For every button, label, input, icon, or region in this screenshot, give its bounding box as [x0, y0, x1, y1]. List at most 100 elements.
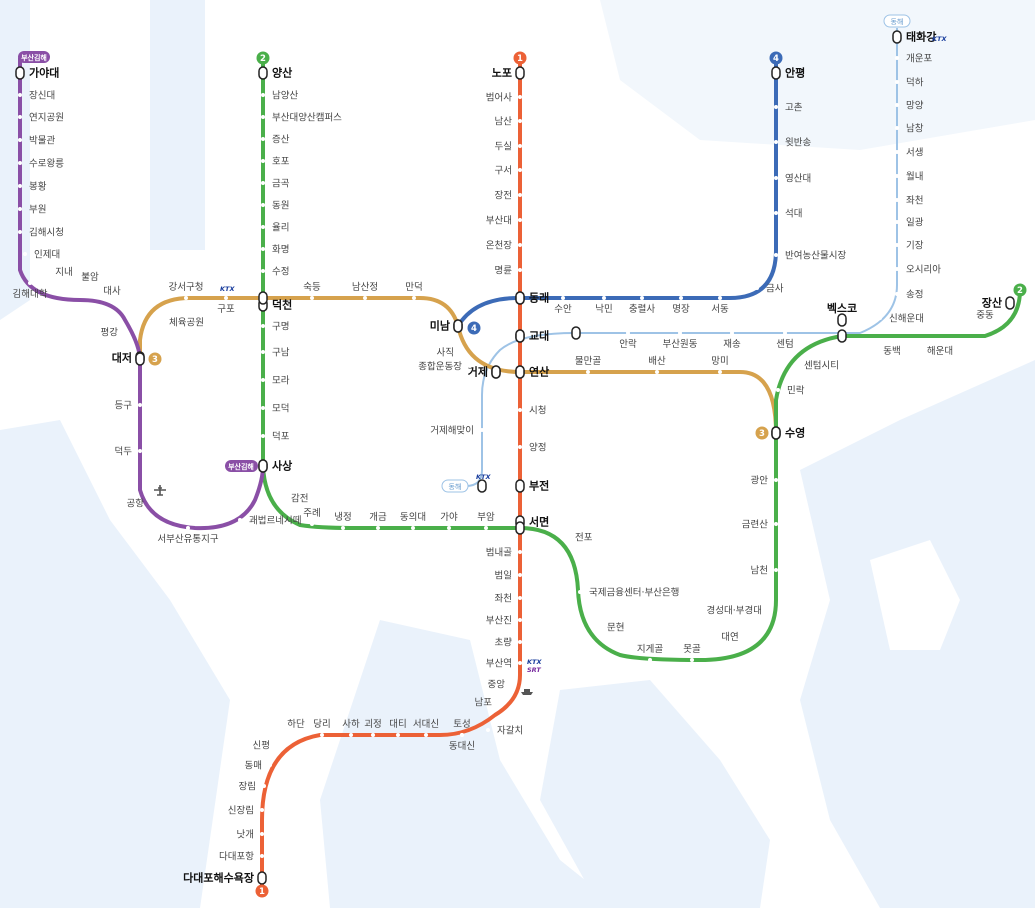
- station-dot-bgl[interactable]: [138, 449, 142, 453]
- station-dot-line1[interactable]: [518, 144, 522, 148]
- station-dot-donghae[interactable]: [626, 331, 630, 335]
- station-dot-line4[interactable]: [774, 253, 778, 257]
- station-label-line2[interactable]: 국제금융센터·부산은행: [589, 587, 679, 599]
- station-label-line1[interactable]: 시청: [529, 406, 546, 417]
- station-label-line1[interactable]: 하단: [287, 718, 305, 730]
- station-label-line3[interactable]: 망미: [711, 356, 728, 367]
- station-label-line1[interactable]: 온천장: [486, 241, 512, 252]
- station-label-line1[interactable]: 낫개: [237, 830, 254, 841]
- station-label-bgl[interactable]: 공항: [127, 499, 145, 510]
- station-label-donghae[interactable]: 센텀: [776, 338, 793, 350]
- station-label-line1[interactable]: 당리: [313, 719, 330, 730]
- station-marker-donghae[interactable]: [477, 479, 487, 493]
- station-label-line2[interactable]: 장산: [982, 296, 1002, 310]
- station-label-donghae[interactable]: 부산원동: [663, 339, 698, 350]
- station-label-bgl[interactable]: 박물관: [29, 136, 55, 147]
- station-dot-line1[interactable]: [371, 733, 375, 737]
- station-dot-line1[interactable]: [276, 743, 280, 747]
- station-label-donghae[interactable]: 개운포: [906, 54, 932, 65]
- station-dot-line2[interactable]: [938, 338, 942, 342]
- station-dot-donghae[interactable]: [895, 56, 899, 60]
- station-dot-line1[interactable]: [518, 268, 522, 272]
- station-dot-line1[interactable]: [396, 733, 400, 737]
- station-label-bgl[interactable]: 대사: [103, 286, 121, 297]
- station-dot-line1[interactable]: [260, 832, 264, 836]
- station-dot-line1[interactable]: [320, 733, 324, 737]
- station-label-line2[interactable]: 부산대양산캠퍼스: [272, 112, 342, 124]
- station-label-bgl[interactable]: 인제대: [34, 250, 60, 261]
- station-label-line1[interactable]: 부산역: [486, 659, 512, 670]
- station-dot-line3[interactable]: [412, 296, 416, 300]
- station-label-bgl[interactable]: 연지공원: [29, 113, 64, 124]
- station-dot-bgl[interactable]: [238, 518, 242, 522]
- station-marker-donghae[interactable]: [892, 30, 902, 44]
- station-label-line1[interactable]: 양정: [529, 443, 546, 454]
- station-dot-bgl[interactable]: [18, 115, 22, 119]
- station-label-line1[interactable]: 남포: [475, 698, 493, 709]
- station-label-line2[interactable]: 광안: [751, 475, 769, 487]
- station-label-line4[interactable]: 석대: [785, 209, 802, 220]
- station-dot-line3[interactable]: [718, 370, 722, 374]
- station-label-line4[interactable]: 영산대: [785, 174, 811, 185]
- station-label-line1[interactable]: 동대신: [449, 741, 475, 752]
- station-label-line2[interactable]: 율리: [272, 223, 289, 234]
- station-label-line2[interactable]: 수정: [272, 267, 289, 278]
- station-label-line1[interactable]: 다대포해수욕장: [183, 871, 254, 885]
- station-label-donghae[interactable]: 덕하: [906, 77, 924, 89]
- station-label-line2[interactable]: 부암: [477, 511, 495, 523]
- station-marker-bgl[interactable]: [15, 66, 25, 80]
- station-dot-line4[interactable]: [774, 176, 778, 180]
- station-label-line2[interactable]: 금곡: [272, 179, 290, 190]
- station-label-line1[interactable]: 다대포항: [219, 852, 254, 863]
- station-marker-line2[interactable]: [515, 521, 525, 535]
- station-label-line2[interactable]: 못골: [683, 644, 701, 655]
- station-dot-donghae[interactable]: [895, 292, 899, 296]
- station-label-line2[interactable]: 전포: [575, 533, 593, 544]
- station-label-line4[interactable]: 안평: [785, 66, 805, 80]
- station-dot-line2[interactable]: [484, 526, 488, 530]
- station-label-line1[interactable]: 명륜: [495, 266, 513, 277]
- station-dot-donghae[interactable]: [895, 220, 899, 224]
- station-label-bgl[interactable]: 김해시청: [29, 227, 64, 239]
- station-marker-line3[interactable]: [771, 426, 781, 440]
- station-marker-line4[interactable]: [515, 291, 525, 305]
- station-label-donghae[interactable]: 신해운대: [889, 313, 924, 325]
- station-dot-line2[interactable]: [793, 363, 797, 367]
- station-label-line1[interactable]: 자갈치: [497, 725, 523, 737]
- station-label-bgl[interactable]: 서부산유통지구: [157, 534, 218, 545]
- station-dot-donghae[interactable]: [878, 316, 882, 320]
- station-label-line3[interactable]: 만덕: [405, 282, 422, 293]
- station-dot-line3[interactable]: [586, 370, 590, 374]
- station-marker-donghae[interactable]: [571, 326, 581, 340]
- station-dot-line2[interactable]: [774, 522, 778, 526]
- station-dot-bgl[interactable]: [88, 286, 92, 290]
- station-label-line2[interactable]: 남천: [751, 566, 768, 577]
- station-dot-bgl[interactable]: [18, 184, 22, 188]
- station-dot-line3[interactable]: [468, 364, 472, 368]
- station-label-line2[interactable]: 구남: [272, 348, 290, 359]
- station-label-line1[interactable]: 부산대: [486, 216, 512, 227]
- station-dot-line2[interactable]: [596, 625, 600, 629]
- station-dot-line2[interactable]: [261, 378, 265, 382]
- station-dot-line1[interactable]: [486, 728, 490, 732]
- station-label-line3[interactable]: 구포: [217, 304, 235, 315]
- station-label-line2[interactable]: 대연: [721, 632, 738, 643]
- station-label-line1[interactable]: 범내골: [486, 548, 512, 559]
- station-label-line3[interactable]: 물만골: [575, 356, 601, 367]
- station-marker-donghae[interactable]: [491, 365, 501, 379]
- station-label-line2[interactable]: 센텀시티: [804, 360, 839, 372]
- station-label-line3[interactable]: 대저: [112, 351, 132, 365]
- station-label-donghae[interactable]: 송정: [906, 290, 923, 301]
- station-label-line1[interactable]: 부산진: [486, 616, 512, 627]
- station-label-line3[interactable]: 거제: [468, 365, 488, 379]
- station-marker-line2[interactable]: [258, 66, 268, 80]
- station-dot-bgl[interactable]: [18, 93, 22, 97]
- station-marker-line3[interactable]: [258, 291, 268, 305]
- station-dot-line2[interactable]: [261, 269, 265, 273]
- station-dot-line1[interactable]: [294, 733, 298, 737]
- station-label-line2[interactable]: 동의대: [400, 512, 426, 523]
- station-dot-line4[interactable]: [774, 140, 778, 144]
- station-label-donghae[interactable]: 남창: [906, 124, 924, 135]
- station-dot-line3[interactable]: [655, 370, 659, 374]
- station-label-line1[interactable]: 범일: [495, 571, 512, 582]
